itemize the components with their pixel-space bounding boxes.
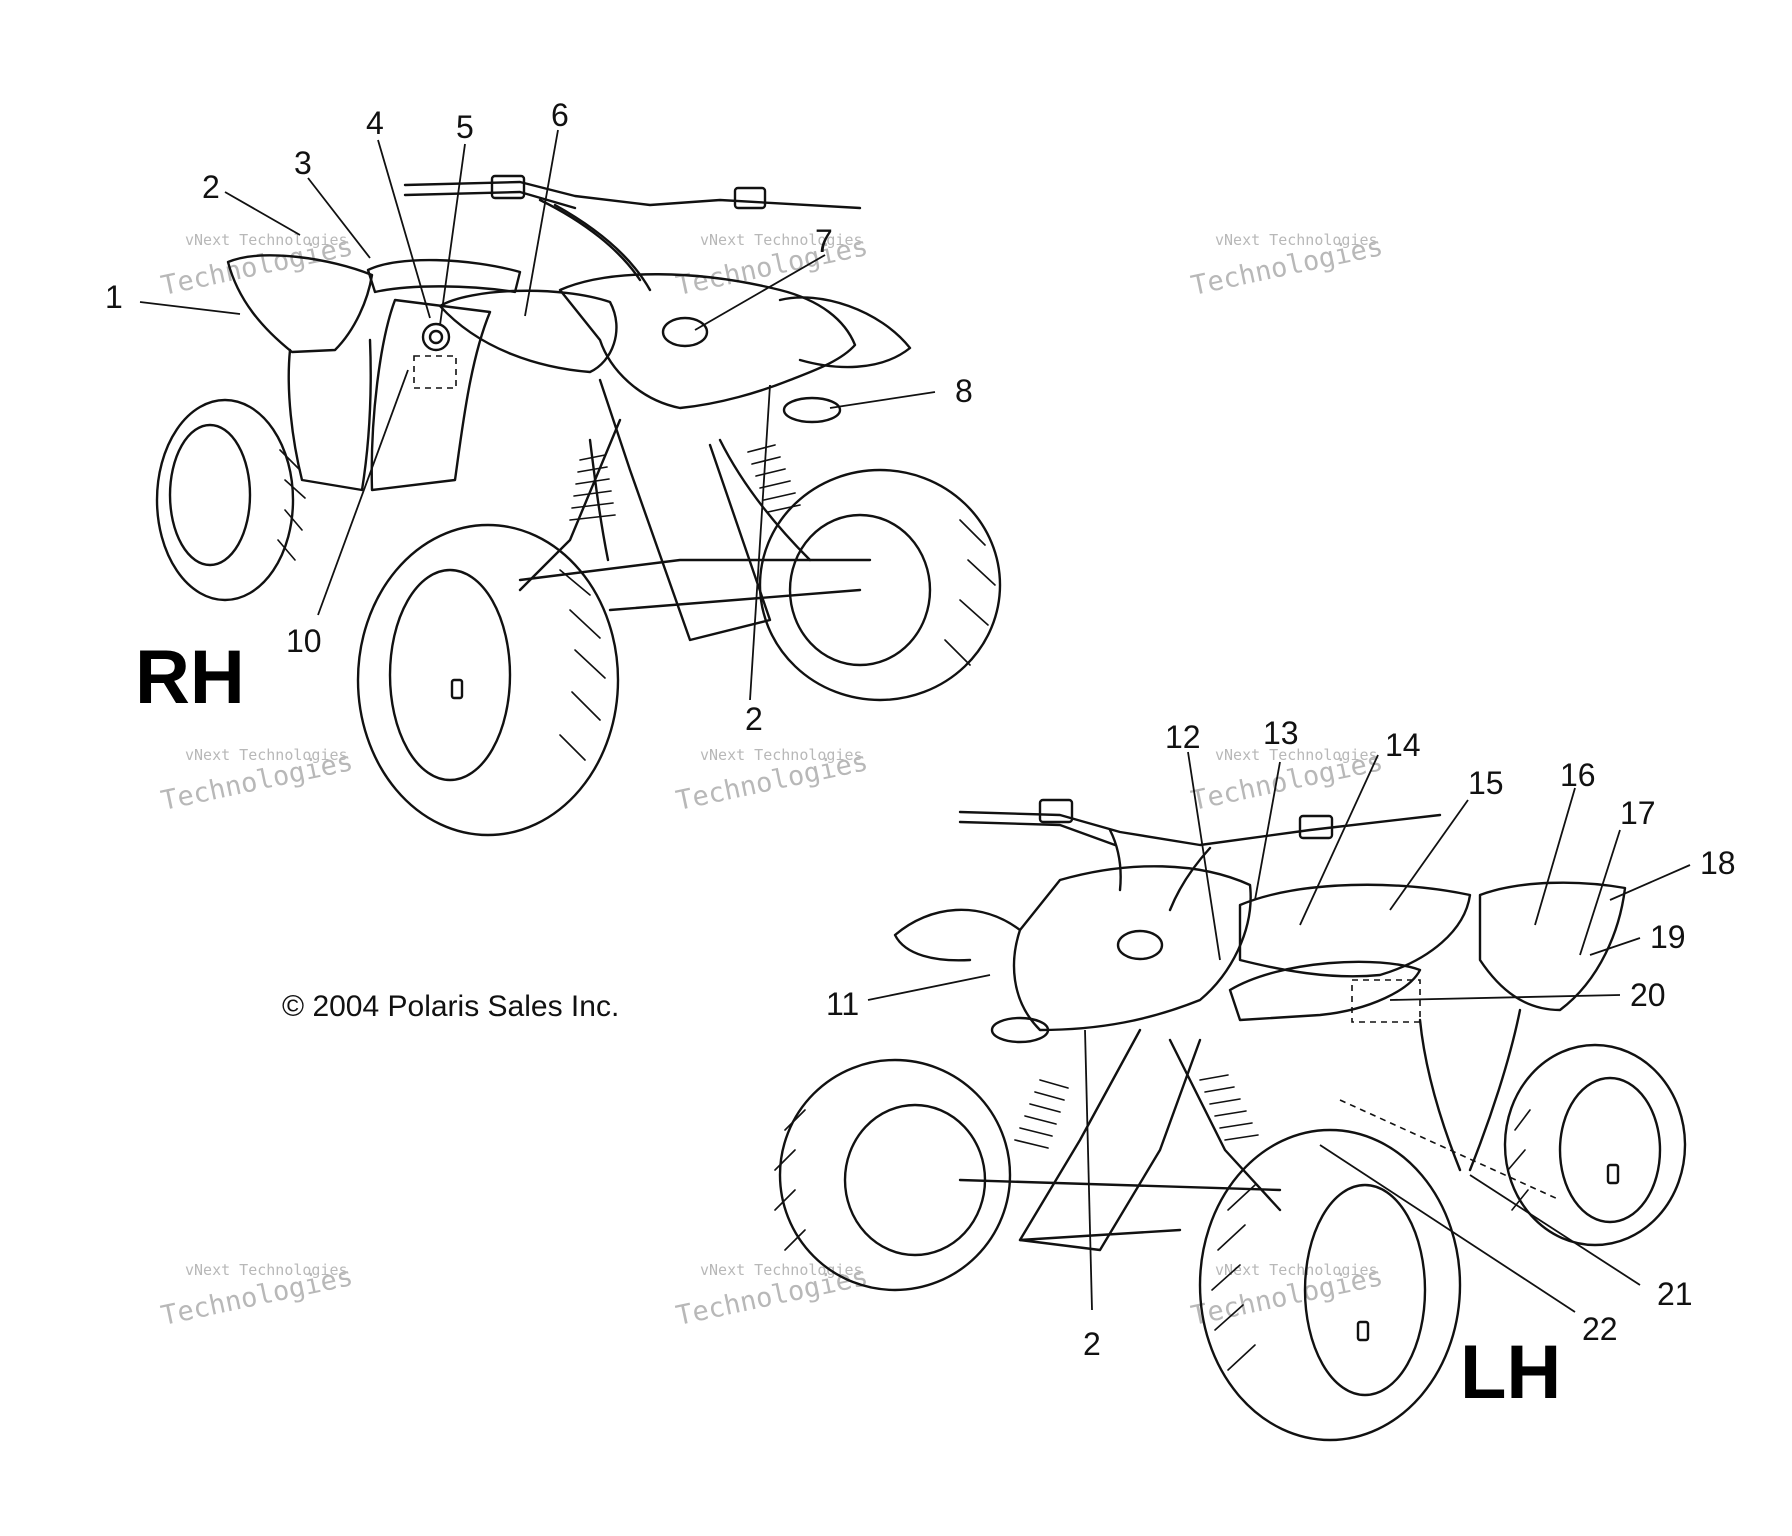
wheel [774,1058,1012,1292]
lh-callouts: 11 12 13 14 15 16 17 18 19 20 21 22 2 [826,715,1736,1362]
callout-19: 19 [1650,919,1686,955]
wheel [758,468,1002,702]
svg-text:vNext Technologies: vNext Technologies [700,231,863,249]
rh-leader-lines [139,129,936,701]
callout-15: 15 [1468,765,1504,801]
watermark: vNext Technologies Technologies [1188,746,1385,817]
callout-13: 13 [1263,715,1299,751]
callout-17: 17 [1620,795,1656,831]
wheel [1198,1128,1462,1442]
callout-5: 5 [456,109,474,145]
watermark-layer: vNext Technologies Technologies vNext Te… [158,231,1385,1332]
watermark: vNext Technologies Technologies [158,1261,355,1332]
callout-16: 16 [1560,757,1596,793]
callout-2-lower: 2 [745,701,763,737]
watermark: vNext Technologies Technologies [158,746,355,817]
callout-14: 14 [1385,727,1421,763]
callout-7: 7 [815,223,833,259]
wheel [356,523,620,837]
callout-22: 22 [1582,1311,1618,1347]
watermark: vNext Technologies Technologies [673,231,870,302]
svg-text:vNext Technologies: vNext Technologies [700,746,863,764]
atv-lh-illustration [774,798,1687,1442]
callout-2: 2 [202,169,220,205]
callout-18: 18 [1700,845,1736,881]
watermark: vNext Technologies Technologies [673,746,870,817]
callout-1: 1 [105,279,123,315]
svg-text:vNext Technologies: vNext Technologies [185,746,348,764]
copyright-notice: © 2004 Polaris Sales Inc. [282,990,619,1023]
callout-20: 20 [1630,977,1666,1013]
rh-callouts: 1 2 3 4 5 6 7 8 10 2 [105,97,973,737]
svg-text:vNext Technologies: vNext Technologies [700,1261,863,1279]
wheel [1503,1043,1687,1247]
watermark: vNext Technologies Technologies [673,1261,870,1332]
svg-text:vNext Technologies: vNext Technologies [1215,231,1378,249]
callout-6: 6 [551,97,569,133]
wheel [155,398,306,602]
view-label-rh: RH [135,635,245,720]
atv-rh-illustration [155,174,1002,837]
svg-text:vNext Technologies: vNext Technologies [1215,1261,1378,1279]
watermark: vNext Technologies Technologies [1188,1261,1385,1332]
svg-text:vNext Technologies: vNext Technologies [185,231,348,249]
callout-4: 4 [366,105,384,141]
callout-2-lh: 2 [1083,1326,1101,1362]
svg-text:vNext Technologies: vNext Technologies [185,1261,348,1279]
callout-11: 11 [826,986,859,1022]
callout-12: 12 [1165,719,1201,755]
callout-21: 21 [1657,1276,1693,1312]
watermark: vNext Technologies Technologies [158,231,355,302]
lh-leader-lines [867,751,1691,1313]
svg-text:vNext Technologies: vNext Technologies [1215,746,1378,764]
view-label-lh: LH [1460,1330,1561,1415]
callout-10: 10 [286,623,322,659]
watermark: vNext Technologies Technologies [1188,231,1385,302]
callout-3: 3 [294,145,312,181]
callout-8: 8 [955,373,973,409]
